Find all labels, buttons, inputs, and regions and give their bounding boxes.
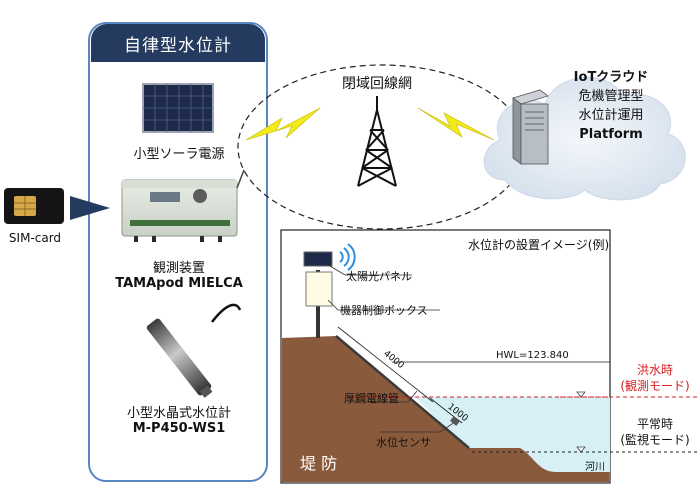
sim-card-label: SIM-card	[8, 231, 62, 245]
crystal-sensor-image	[146, 303, 242, 398]
embankment-earth	[282, 336, 609, 482]
solar-panel-label: 太陽光パネル	[346, 270, 412, 283]
closed-network-label: 閉域回線網	[342, 76, 412, 92]
solar-power-label: 小型ソーラ電源	[133, 147, 225, 162]
control-box-label: 機器制御ボックス	[340, 304, 428, 317]
cloud-line-1: IoTクラウド	[573, 70, 649, 85]
wireless-signal-icon	[339, 243, 356, 271]
sensor-label: 小型水晶式水位計	[126, 406, 231, 421]
water-sensor-label: 水位センサ	[376, 436, 431, 449]
cloud-line-2: 危機管理型	[578, 89, 644, 104]
hwl-label: HWL=123.840	[496, 350, 569, 361]
water-area	[415, 397, 610, 472]
steel-conduit-label: 厚鋼電線管	[344, 392, 399, 405]
tower-icon	[357, 96, 397, 187]
server-icon	[512, 89, 549, 165]
embankment-label: 堤 防	[300, 454, 338, 473]
left-lightning-icon	[245, 107, 321, 141]
sim-card-image	[4, 188, 64, 224]
normal-mode-line-2: (監視モード)	[620, 433, 690, 447]
cloud-text: IoTクラウド 危機管理型 水位計運用 Platform	[556, 68, 666, 144]
flood-mode-label: 洪水時 (観測モード)	[614, 362, 696, 394]
sim-arrow	[70, 196, 110, 220]
right-lightning-icon	[417, 107, 495, 141]
observation-device-label: 観測装置	[152, 261, 205, 276]
river-label: 河川	[585, 462, 605, 473]
mielca-device-image	[121, 169, 245, 242]
solar-panel-image	[142, 83, 214, 133]
flood-mode-line-1: 洪水時	[636, 363, 673, 377]
cloud-line-3: 水位計運用	[578, 108, 644, 123]
sensor-model-name: M-P450-WS1	[132, 421, 226, 436]
flood-mode-line-2: (観測モード)	[620, 379, 690, 393]
cloud-line-4: Platform	[579, 127, 643, 142]
install-title: 水位計の設置イメージ(例)	[468, 238, 610, 252]
normal-mode-line-1: 平常時	[636, 417, 673, 431]
observation-device-name: TAMApod MIELCA	[115, 276, 243, 291]
normal-mode-label: 平常時 (監視モード)	[614, 416, 696, 448]
panel-title: 自律型水位計	[91, 24, 265, 62]
